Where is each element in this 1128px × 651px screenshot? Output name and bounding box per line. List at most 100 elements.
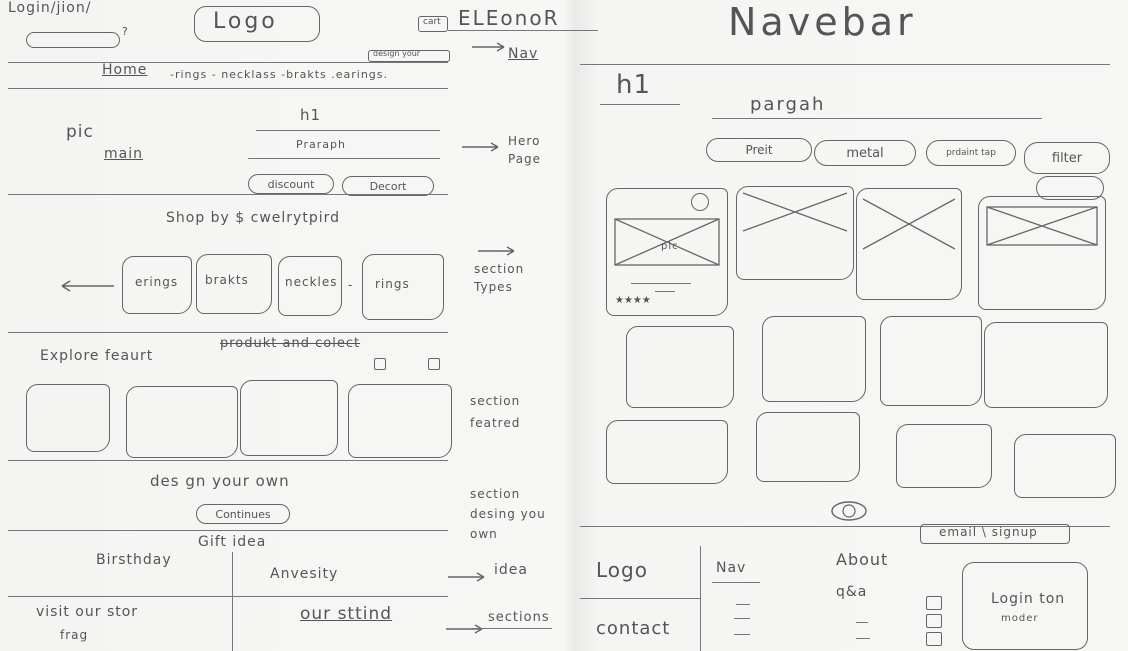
wishlist-icon[interactable]	[691, 193, 709, 211]
category-card-brakts[interactable]: brakts	[196, 254, 272, 314]
social-icon[interactable]	[926, 596, 942, 610]
featured-strike-text: produkt and colect	[220, 336, 361, 351]
page-h1: h1	[616, 70, 652, 100]
image-placeholder-icon	[742, 192, 848, 232]
cart-icon[interactable]: cart	[418, 16, 448, 32]
footer-top-line	[580, 526, 1110, 527]
discount-button[interactable]: discount	[248, 174, 334, 194]
product-card[interactable]	[880, 316, 982, 406]
footer-nav-underline	[712, 582, 760, 583]
visit-store-text: visit our stor	[36, 604, 139, 620]
annotation-underline	[472, 628, 552, 629]
our-story-link[interactable]: our sttind	[300, 604, 393, 624]
product-card[interactable]	[984, 322, 1108, 408]
email-signup-button[interactable]: email \ signup	[920, 524, 1070, 544]
footer-logo-line	[580, 598, 700, 599]
product-name-line	[631, 283, 691, 284]
gift-birthday[interactable]: Birsthday	[96, 552, 172, 568]
category-card-erings[interactable]: erings	[122, 256, 192, 314]
footer-contact[interactable]: contact	[596, 618, 671, 639]
login-modal-sub: moder	[1001, 613, 1039, 624]
category-label: neckles	[285, 275, 338, 289]
product-card[interactable]	[626, 326, 734, 408]
featured-card[interactable]	[126, 386, 238, 458]
nav-items[interactable]: -rings - necklass -brakts .earings.	[170, 68, 388, 81]
product-card[interactable]	[762, 316, 866, 402]
decort-button[interactable]: Decort	[342, 176, 434, 196]
gift-split-line	[232, 552, 233, 651]
arrow-left-icon[interactable]	[60, 278, 116, 294]
footer-about[interactable]: About	[836, 550, 889, 569]
product-card[interactable]	[606, 420, 728, 484]
filter-price-button[interactable]: Preit	[706, 138, 812, 162]
product-card[interactable]	[736, 186, 854, 280]
brand-name: ELEonoR	[458, 6, 560, 30]
product-card[interactable]: pic ★★★★	[606, 188, 728, 316]
annotation-types: section Types	[474, 262, 525, 294]
next-icon[interactable]	[428, 358, 440, 370]
product-card[interactable]	[1014, 434, 1116, 498]
gift-title: Gift idea	[198, 534, 267, 550]
hero-paragraph-line	[248, 158, 440, 159]
footer-about-line	[856, 638, 870, 639]
category-card-rings[interactable]: rings	[362, 254, 444, 320]
hero-main: main	[104, 146, 143, 162]
login-modal-box[interactable]: Login ton moder	[962, 562, 1088, 650]
rating-stars: ★★★★	[615, 295, 651, 306]
image-placeholder-icon	[614, 218, 720, 266]
featured-title: Explore feaurt	[40, 348, 154, 364]
social-icon[interactable]	[926, 614, 942, 628]
filter-metal-button[interactable]: metal	[814, 140, 916, 166]
annotation-nav: Nav	[508, 46, 539, 62]
nav-home[interactable]: Home	[102, 62, 148, 78]
login-link[interactable]: Login/jion/	[8, 0, 92, 16]
hero-h1-line	[256, 130, 440, 131]
cart-label: cart	[423, 17, 441, 27]
header-divider	[8, 62, 448, 63]
logo-box[interactable]: Logo	[194, 6, 320, 42]
prev-icon[interactable]	[374, 358, 386, 370]
category-card-neckles[interactable]: neckles	[278, 256, 342, 316]
footer-nav-line	[736, 604, 750, 605]
product-card[interactable]	[756, 412, 860, 482]
annotation-hero: Hero Page	[508, 134, 542, 166]
category-label: rings	[375, 277, 410, 291]
featured-divider	[8, 460, 448, 461]
featured-card[interactable]	[348, 384, 452, 458]
product-card[interactable]	[896, 424, 992, 488]
product-card[interactable]	[856, 188, 962, 300]
email-signup-label: email \ signup	[939, 525, 1038, 539]
visit-store-sub: frag	[60, 628, 89, 642]
login-input[interactable]	[26, 32, 120, 48]
gift-anniversary[interactable]: Anvesity	[270, 566, 339, 582]
shop-by-title: Shop by $ cwelrytpird	[166, 210, 340, 226]
filter-dropdown[interactable]	[1036, 176, 1104, 200]
pagination-icon[interactable]	[830, 500, 868, 522]
h1-underline	[600, 104, 680, 105]
gift-divider	[8, 596, 448, 597]
continue-button[interactable]: Continues	[196, 504, 290, 524]
product-card[interactable]	[978, 196, 1106, 310]
page-paragraph: pargah	[750, 94, 826, 115]
footer-nav[interactable]: Nav	[716, 560, 747, 576]
arrow-right-icon	[470, 40, 506, 54]
hero-h1: h1	[300, 106, 322, 124]
social-icon[interactable]	[926, 632, 942, 646]
arrow-right-icon	[446, 570, 486, 584]
product-price-line	[655, 291, 675, 292]
footer-logo[interactable]: Logo	[596, 558, 648, 582]
login-modal-title: Login ton	[991, 591, 1066, 607]
design-button-label: design your	[373, 49, 421, 58]
design-your-own-button[interactable]: design your	[368, 49, 450, 62]
featured-card[interactable]	[240, 380, 338, 456]
featured-card[interactable]	[26, 384, 110, 452]
filter-product-type-button[interactable]: prdaint tap	[926, 140, 1016, 166]
hero-divider	[8, 194, 448, 195]
footer-qa[interactable]: q&a	[836, 584, 868, 600]
types-divider	[8, 332, 448, 333]
product-pic-label: pic	[661, 241, 679, 252]
filter-button[interactable]: filter	[1024, 142, 1110, 174]
login-mark: ?	[122, 25, 128, 38]
annotation-idea: idea	[494, 562, 528, 578]
arrow-right-icon	[444, 622, 484, 636]
